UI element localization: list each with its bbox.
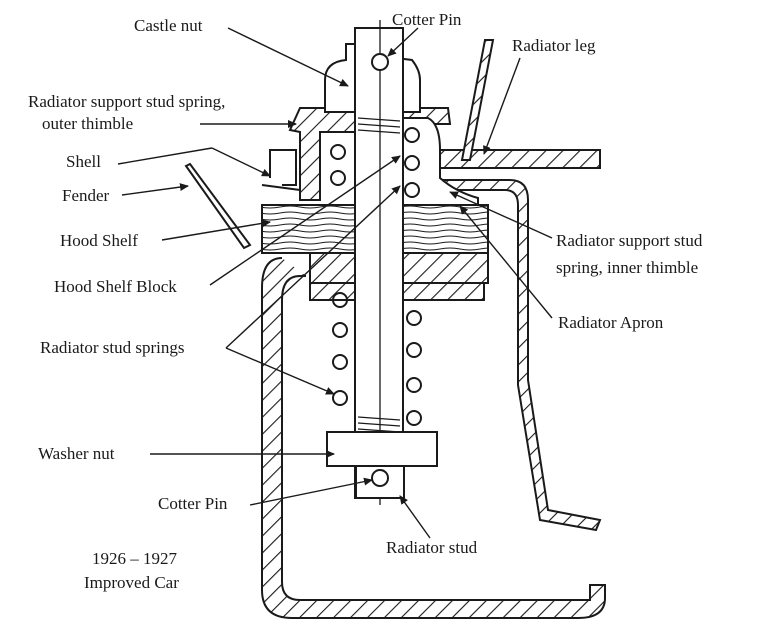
lower-springs [332,292,422,426]
radiator-stud-shape [354,27,404,499]
label-hood-shelf: Hood Shelf [60,231,138,250]
label-radiator-stud: Radiator stud [386,538,478,557]
leader-hood-shelf-block [209,155,401,286]
radiator-leg-bracket-shape [440,179,602,532]
leader-lines [117,27,553,539]
upper-springs [330,127,420,198]
leader-shell-b [211,147,271,177]
label-outer-thimble-line2: outer thimble [42,114,134,133]
leader-radiator-stud [399,495,431,539]
inner-thimble-shape [399,117,479,206]
leader-inner-thimble [449,191,553,239]
leader-cotter-pin-bottom [249,477,373,506]
label-cotter-pin-bottom: Cotter Pin [158,494,228,513]
label-outer-thimble-line1: Radiator support stud spring, [28,92,226,111]
leader-radiator-apron [459,205,553,319]
shell-shape [269,149,297,186]
leader-cotter-pin-top [387,27,419,57]
label-radiator-apron: Radiator Apron [558,313,664,332]
label-hood-shelf-block: Hood Shelf Block [54,277,177,296]
label-shell: Shell [66,152,101,171]
label-cotter-pin-top: Cotter Pin [392,10,462,29]
label-radiator-leg: Radiator leg [512,36,596,55]
label-castle-nut: Castle nut [134,16,203,35]
fender-diagonal-shape [184,162,252,250]
label-fender: Fender [62,186,110,205]
fender-strip-shape [430,149,601,169]
radiator-apron-shape [261,257,606,619]
caption-model: Improved Car [84,573,179,592]
washer-nut-shape [326,431,438,467]
label-inner-thimble-line1: Radiator support stud [556,231,703,250]
radiator-leg-shape [460,39,495,161]
leader-hood-shelf [161,219,271,241]
leader-radiator-leg [483,57,521,155]
leader-shell-a [117,147,213,165]
caption-years: 1926 – 1927 [92,549,177,568]
leader-fender [121,183,189,196]
leader-castle-nut [227,27,349,87]
label-radiator-stud-springs: Radiator stud springs [40,338,185,357]
leader-stud-springs-b [225,347,335,395]
label-washer-nut: Washer nut [38,444,115,463]
leader-stud-springs-a [225,185,401,349]
label-inner-thimble-line2: spring, inner thimble [556,258,699,277]
